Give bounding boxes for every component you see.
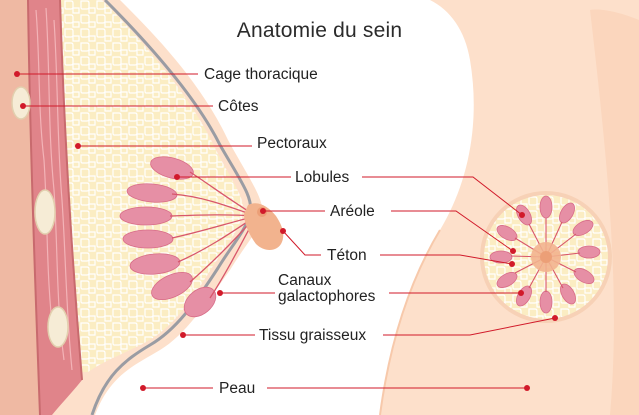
diagram-title: Anatomie du sein (0, 19, 639, 43)
label-canaux: Canaux (275, 272, 334, 289)
label-cage-thoracique: Cage thoracique (201, 66, 321, 83)
label-tissu-graisseux: Tissu graisseux (256, 327, 369, 344)
label-pectoraux: Pectoraux (254, 135, 330, 152)
label-galactophores: galactophores (275, 288, 378, 305)
label-teton: Téton (324, 247, 370, 264)
label-lobules: Lobules (292, 169, 352, 186)
breast-front-view (480, 191, 612, 323)
label-cotes: Côtes (215, 98, 262, 115)
label-peau: Peau (216, 380, 258, 397)
label-areole: Aréole (327, 203, 378, 220)
